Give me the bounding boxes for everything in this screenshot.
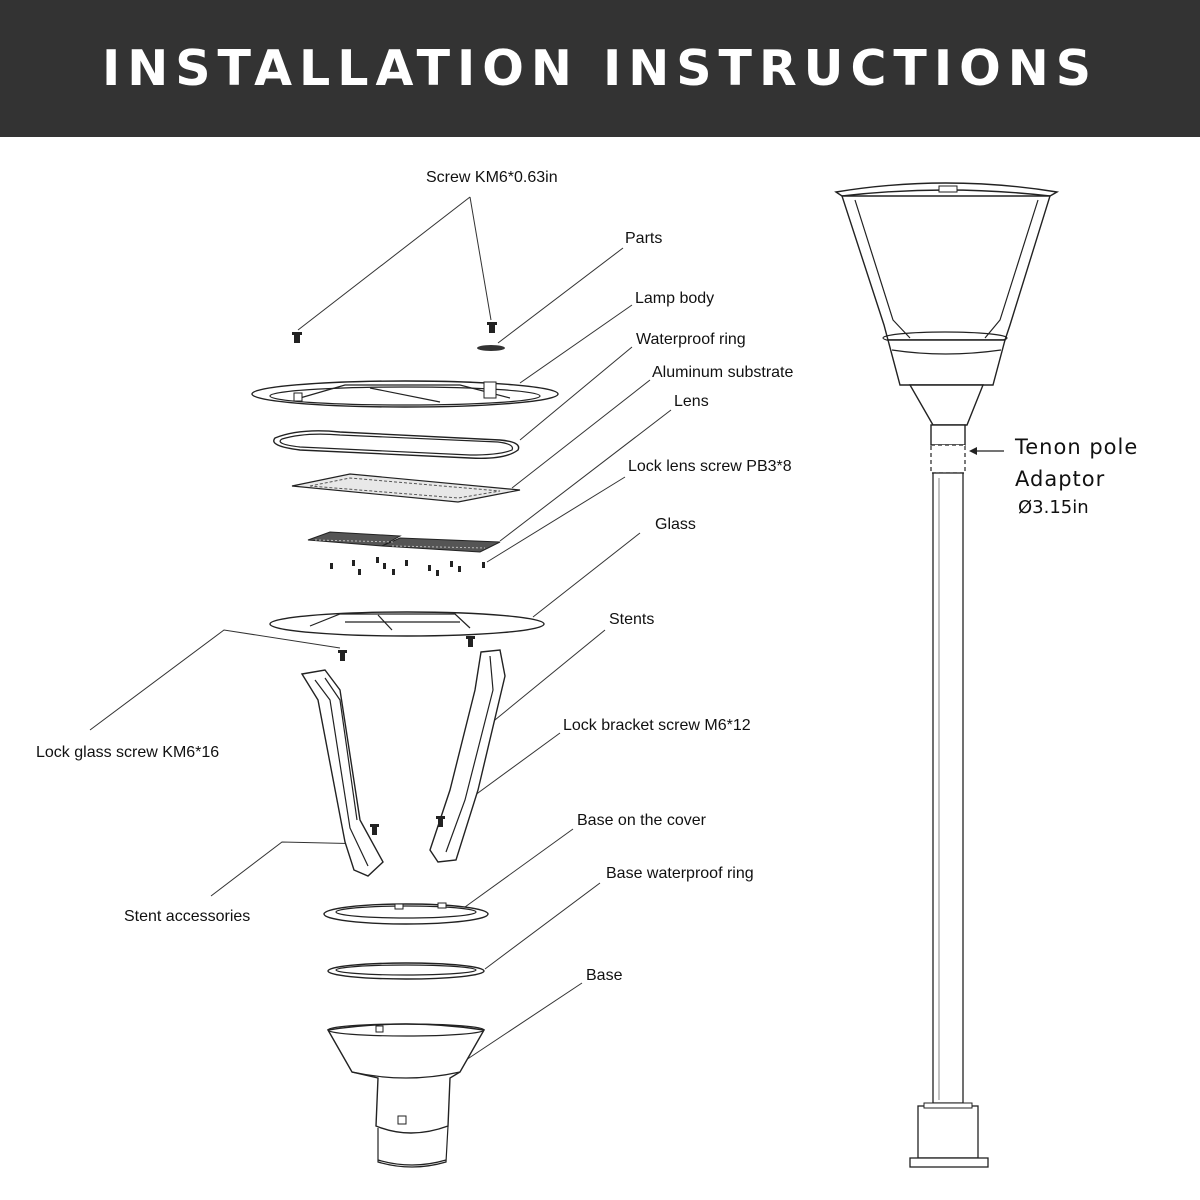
lamp-body-part [251,380,559,408]
aluminum-substrate-part [291,473,521,503]
label-base: Base [586,967,623,984]
label-lock-glass-screw: Lock glass screw KM6*16 [36,744,219,761]
label-stents: Stents [609,611,654,628]
assembled-pole-light [834,182,1060,1168]
screw-icon [292,332,302,343]
lock-lens-screws [330,557,485,576]
header-bar: INSTALLATION INSTRUCTIONS [0,0,1200,137]
adaptor-arrow-icon [969,447,1004,455]
parts-icon [477,345,505,351]
waterproof-ring-part [273,430,520,460]
screw-icon [487,322,497,333]
label-screw: Screw KM6*0.63in [426,169,558,186]
screw-icon [436,816,445,827]
glass-part [269,611,545,637]
base-waterproof-ring-part [327,962,485,980]
label-lens: Lens [674,393,709,410]
lens-part [307,531,501,553]
label-glass: Glass [655,516,696,533]
screw-icon [370,824,379,835]
leader-lines [89,196,672,1061]
base-part [326,1023,486,1168]
label-aluminum-substrate: Aluminum substrate [652,364,793,381]
label-base-on-cover: Base on the cover [577,812,707,829]
page-title: INSTALLATION INSTRUCTIONS [101,40,1099,97]
label-lock-bracket-screw: Lock bracket screw M6*12 [563,717,751,734]
screw-icon [338,650,347,661]
stent-right-part [429,649,506,863]
label-tenon-pole: Tenon pole [1014,435,1138,459]
label-stent-accessories: Stent accessories [124,908,250,925]
label-adaptor: Adaptor [1015,467,1105,491]
label-waterproof-ring: Waterproof ring [636,331,746,348]
label-parts: Parts [625,230,662,247]
label-lock-lens-screw: Lock lens screw PB3*8 [628,458,792,475]
base-cover-part [323,902,489,925]
stent-left-part [300,669,384,877]
screw-icon [466,636,475,647]
label-diameter: Ø3.15in [1018,497,1089,518]
label-lamp-body: Lamp body [635,290,714,307]
label-base-waterproof-ring: Base waterproof ring [606,865,754,882]
